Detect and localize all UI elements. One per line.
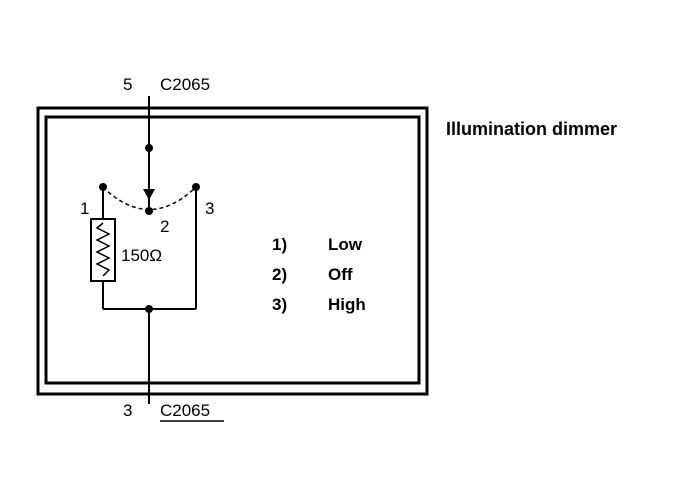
housing-outer-frame	[36, 106, 429, 396]
resistor-value: 150Ω	[121, 246, 162, 265]
bottom-connector-name: C2065	[160, 401, 210, 420]
legend-item-2-num: 2)	[272, 265, 287, 284]
legend-item-1-label: Low	[328, 235, 363, 254]
bottom-connector-pin: 3	[123, 401, 132, 420]
legend-item-1-num: 1)	[272, 235, 287, 254]
top-connector-pin: 5	[123, 75, 132, 94]
terminal-2-contact	[145, 207, 153, 215]
terminal-3-label: 3	[205, 199, 214, 218]
legend-item-2-label: Off	[328, 265, 353, 284]
terminal-1-label: 1	[80, 199, 89, 218]
wiper-arrow-icon	[143, 189, 155, 200]
legend-item-3-label: High	[328, 295, 366, 314]
terminal-2-label: 2	[160, 217, 169, 236]
resistor-body	[90, 218, 116, 282]
legend-item-3-num: 3)	[272, 295, 287, 314]
resistor-icon	[95, 222, 111, 277]
top-connector-name: C2065	[160, 75, 210, 94]
component-title: Illumination dimmer	[446, 119, 617, 139]
housing-inner-frame	[44, 115, 421, 385]
top-wire-junction	[145, 144, 153, 152]
